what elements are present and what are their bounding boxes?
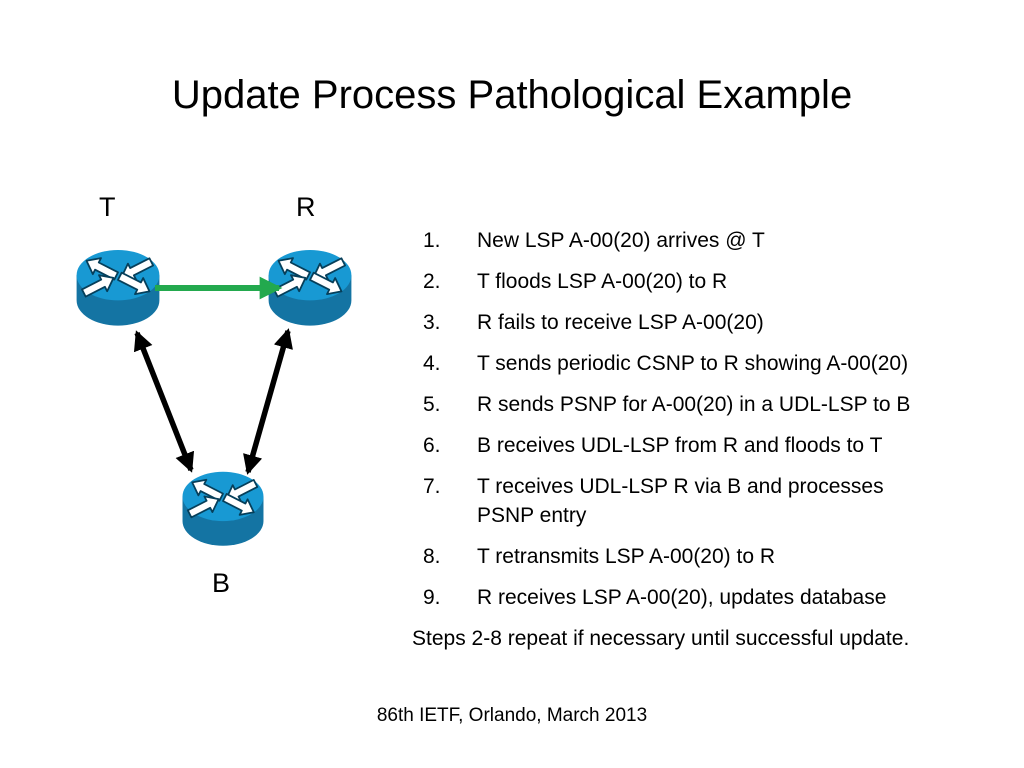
step-item: 5. R sends PSNP for A-00(20) in a UDL-LS… [412, 390, 992, 419]
step-item: 7. T receives UDL-LSP R via B and proces… [412, 472, 992, 530]
step-number: 9. [423, 586, 441, 609]
step-text: T floods LSP A-00(20) to R [477, 270, 728, 293]
steps-list: 1. New LSP A-00(20) arrives @ T 2. T flo… [412, 226, 992, 653]
slide-title: Update Process Pathological Example [171, 73, 853, 117]
step-item: 9. R receives LSP A-00(20), updates data… [412, 583, 992, 612]
router-node-R [267, 249, 353, 327]
step-text: R fails to receive LSP A-00(20) [477, 311, 764, 334]
step-number: 4. [423, 352, 441, 375]
link-R-B [243, 328, 293, 475]
step-number: 7. [423, 475, 441, 498]
step-text: T retransmits LSP A-00(20) to R [477, 545, 776, 568]
step-item: 2. T floods LSP A-00(20) to R [412, 267, 992, 296]
step-number: 8. [423, 545, 441, 568]
step-number: 2. [423, 270, 441, 293]
step-item: 4. T sends periodic CSNP to R showing A-… [412, 349, 992, 378]
step-item: 3. R fails to receive LSP A-00(20) [412, 308, 992, 337]
footer-text: 86th IETF, Orlando, March 2013 [376, 705, 648, 726]
step-number: 3. [423, 311, 441, 334]
step-item: 1. New LSP A-00(20) arrives @ T [412, 226, 992, 255]
step-number: 6. [423, 434, 441, 457]
step-text: B receives UDL-LSP from R and floods to … [477, 434, 883, 457]
node-label-B: B [212, 568, 231, 598]
node-label-T: T [99, 192, 116, 222]
step-text: R sends PSNP for A-00(20) in a UDL-LSP t… [477, 393, 911, 416]
router-node-B [181, 470, 265, 547]
router-node-T [75, 249, 161, 327]
step-item: 8. T retransmits LSP A-00(20) to R [412, 542, 992, 571]
step-number: 1. [423, 229, 441, 252]
repeat-note: Steps 2-8 repeat if necessary until succ… [412, 627, 910, 650]
link-T-B [133, 330, 195, 473]
step-text: T receives UDL-LSP R via B and processes… [477, 475, 884, 527]
step-text: T sends periodic CSNP to R showing A-00(… [477, 352, 909, 375]
step-text: R receives LSP A-00(20), updates databas… [477, 586, 887, 609]
step-text: New LSP A-00(20) arrives @ T [477, 229, 765, 252]
step-item: 6. B receives UDL-LSP from R and floods … [412, 431, 992, 460]
node-label-R: R [296, 192, 316, 222]
step-number: 5. [423, 393, 441, 416]
